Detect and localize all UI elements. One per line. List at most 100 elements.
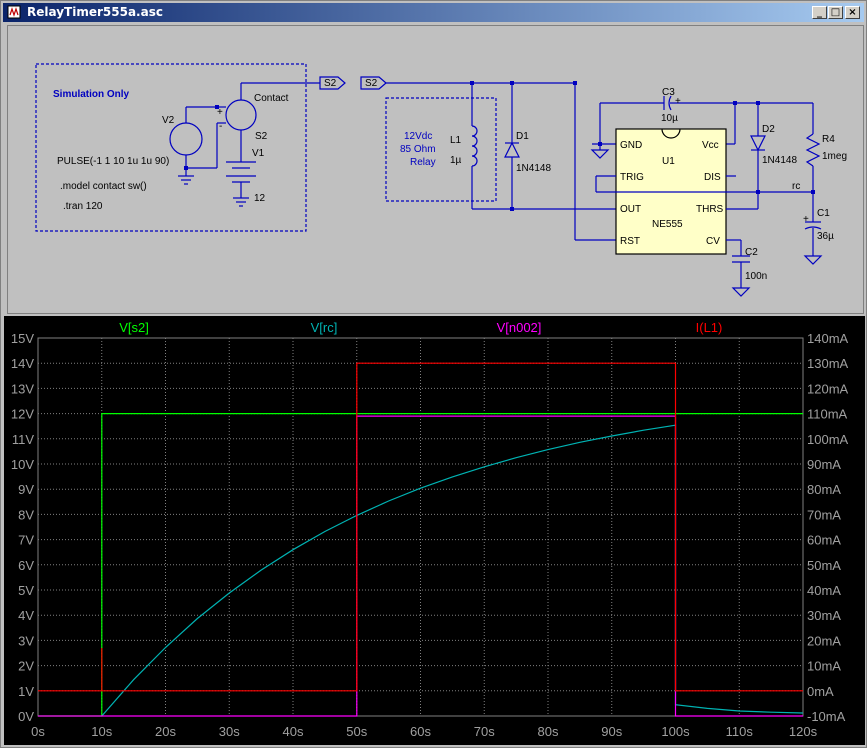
x-tick-label: 10s [91, 724, 112, 739]
c3-value: 10µ [661, 113, 678, 124]
y-left-tick-label: 7V [18, 533, 34, 548]
y-left-tick-label: 12V [11, 407, 34, 422]
y-left-tick-label: 13V [11, 381, 34, 396]
y-right-tick-label: 70mA [807, 507, 841, 522]
relay-note-line2: 85 Ohm [400, 144, 436, 155]
maximize-button[interactable]: □ [828, 6, 843, 19]
y-left-tick-label: 15V [11, 331, 34, 346]
y-right-tick-label: 100mA [807, 432, 849, 447]
v1-label: V1 [252, 148, 265, 159]
switch-minus: - [219, 121, 222, 132]
switch-plus: + [217, 107, 223, 118]
d2-diode[interactable] [750, 135, 766, 152]
s2-switch-label: S2 [255, 131, 268, 142]
sim-only-label: Simulation Only [53, 89, 130, 100]
x-tick-label: 30s [219, 724, 240, 739]
relay-note-box[interactable] [385, 97, 497, 202]
net-rc-label: rc [792, 181, 800, 192]
y-right-tick-label: 110mA [807, 407, 848, 422]
relay-note-line3: Relay [410, 157, 436, 168]
junction-dots [184, 81, 815, 211]
c3-plus: + [675, 96, 681, 107]
series-vn002-line[interactable] [38, 415, 803, 717]
x-tick-label: 70s [474, 724, 495, 739]
x-tick-label: 60s [410, 724, 431, 739]
v2-pulse-text: PULSE(-1 1 10 1u 1u 90) [57, 156, 169, 167]
s2-switch[interactable] [225, 99, 257, 131]
x-tick-label: 120s [789, 724, 818, 739]
pin-trig: TRIG [620, 172, 644, 183]
x-tick-label: 40s [283, 724, 304, 739]
schematic-file-icon [7, 5, 21, 19]
y-left-tick-label: 5V [18, 583, 34, 598]
schematic-pane[interactable]: Simulation Only V2 PULSE(-1 1 10 1u 1u 9… [7, 25, 864, 314]
pin-gnd: GND [620, 140, 642, 151]
minimize-button[interactable]: _ [812, 6, 827, 19]
x-tick-label: 20s [155, 724, 176, 739]
v2-label: V2 [162, 115, 175, 126]
c3-label: C3 [662, 87, 675, 98]
model-directive[interactable]: .model contact sw() [60, 181, 147, 192]
tran-directive[interactable]: .tran 120 [63, 201, 103, 212]
series-vrc-line[interactable] [101, 424, 804, 717]
d1-diode[interactable] [504, 141, 520, 158]
v2-source[interactable] [169, 122, 203, 156]
net-label-s2-in[interactable] [360, 76, 387, 90]
relay-note-line1: 12Vdc [404, 131, 432, 142]
l1-label: L1 [450, 135, 462, 146]
y-right-tick-label: 0mA [807, 684, 834, 699]
y-right-tick-label: 120mA [807, 381, 849, 396]
c1-label: C1 [817, 208, 830, 219]
y-left-tick-label: 3V [18, 633, 34, 648]
pin-vcc: Vcc [702, 140, 719, 151]
contact-label: Contact [254, 93, 289, 104]
legend-vrc[interactable]: V[rc] [311, 320, 338, 335]
y-right-tick-label: 10mA [807, 659, 841, 674]
c1-capacitor[interactable] [804, 226, 822, 230]
y-left-tick-label: 4V [18, 608, 34, 623]
simulation-only-box[interactable] [35, 63, 307, 232]
net-s2-out-text: S2 [324, 78, 337, 89]
r4-value: 1meg [822, 151, 847, 162]
y-right-tick-label: 90mA [807, 457, 841, 472]
close-button[interactable]: × [845, 6, 860, 19]
y-left-tick-label: 11V [12, 432, 34, 447]
net-s2-in-text: S2 [365, 78, 378, 89]
v1-value: 12 [254, 193, 266, 204]
y-right-tick-label: 140mA [807, 331, 849, 346]
y-left-tick-label: 0V [18, 709, 34, 724]
l1-inductor[interactable] [471, 125, 478, 167]
x-tick-label: 50s [346, 724, 367, 739]
y-left-tick-label: 6V [18, 558, 34, 573]
legend-vs2[interactable]: V[s2] [119, 320, 149, 335]
x-tick-label: 80s [538, 724, 559, 739]
x-tick-label: 100s [661, 724, 690, 739]
c1-plus: + [803, 214, 809, 225]
u1-label: U1 [662, 156, 675, 167]
y-right-tick-label: -10mA [807, 709, 846, 724]
title-bar[interactable]: RelayTimer555a.asc _ □ × [3, 3, 864, 22]
net-label-s2-out[interactable] [319, 76, 346, 90]
legend-vn002[interactable]: V[n002] [497, 320, 542, 335]
r4-label: R4 [822, 134, 835, 145]
y-left-tick-label: 1V [18, 684, 34, 699]
x-tick-label: 110s [726, 724, 754, 739]
c3-capacitor[interactable] [668, 95, 672, 111]
y-right-tick-label: 80mA [807, 482, 841, 497]
y-left-tick-label: 9V [18, 482, 34, 497]
d2-value: 1N4148 [762, 155, 797, 166]
d2-label: D2 [762, 124, 775, 135]
c2-value: 100n [745, 271, 767, 282]
legend-il1[interactable]: I(L1) [696, 320, 723, 335]
y-right-tick-label: 50mA [807, 558, 841, 573]
r4-resistor[interactable] [805, 133, 821, 167]
c2-label: C2 [745, 247, 758, 258]
y-left-tick-label: 10V [11, 457, 34, 472]
series-il1-line[interactable] [38, 362, 803, 692]
c1-value: 36µ [817, 231, 834, 242]
x-tick-label: 0s [31, 724, 45, 739]
d1-label: D1 [516, 131, 529, 142]
